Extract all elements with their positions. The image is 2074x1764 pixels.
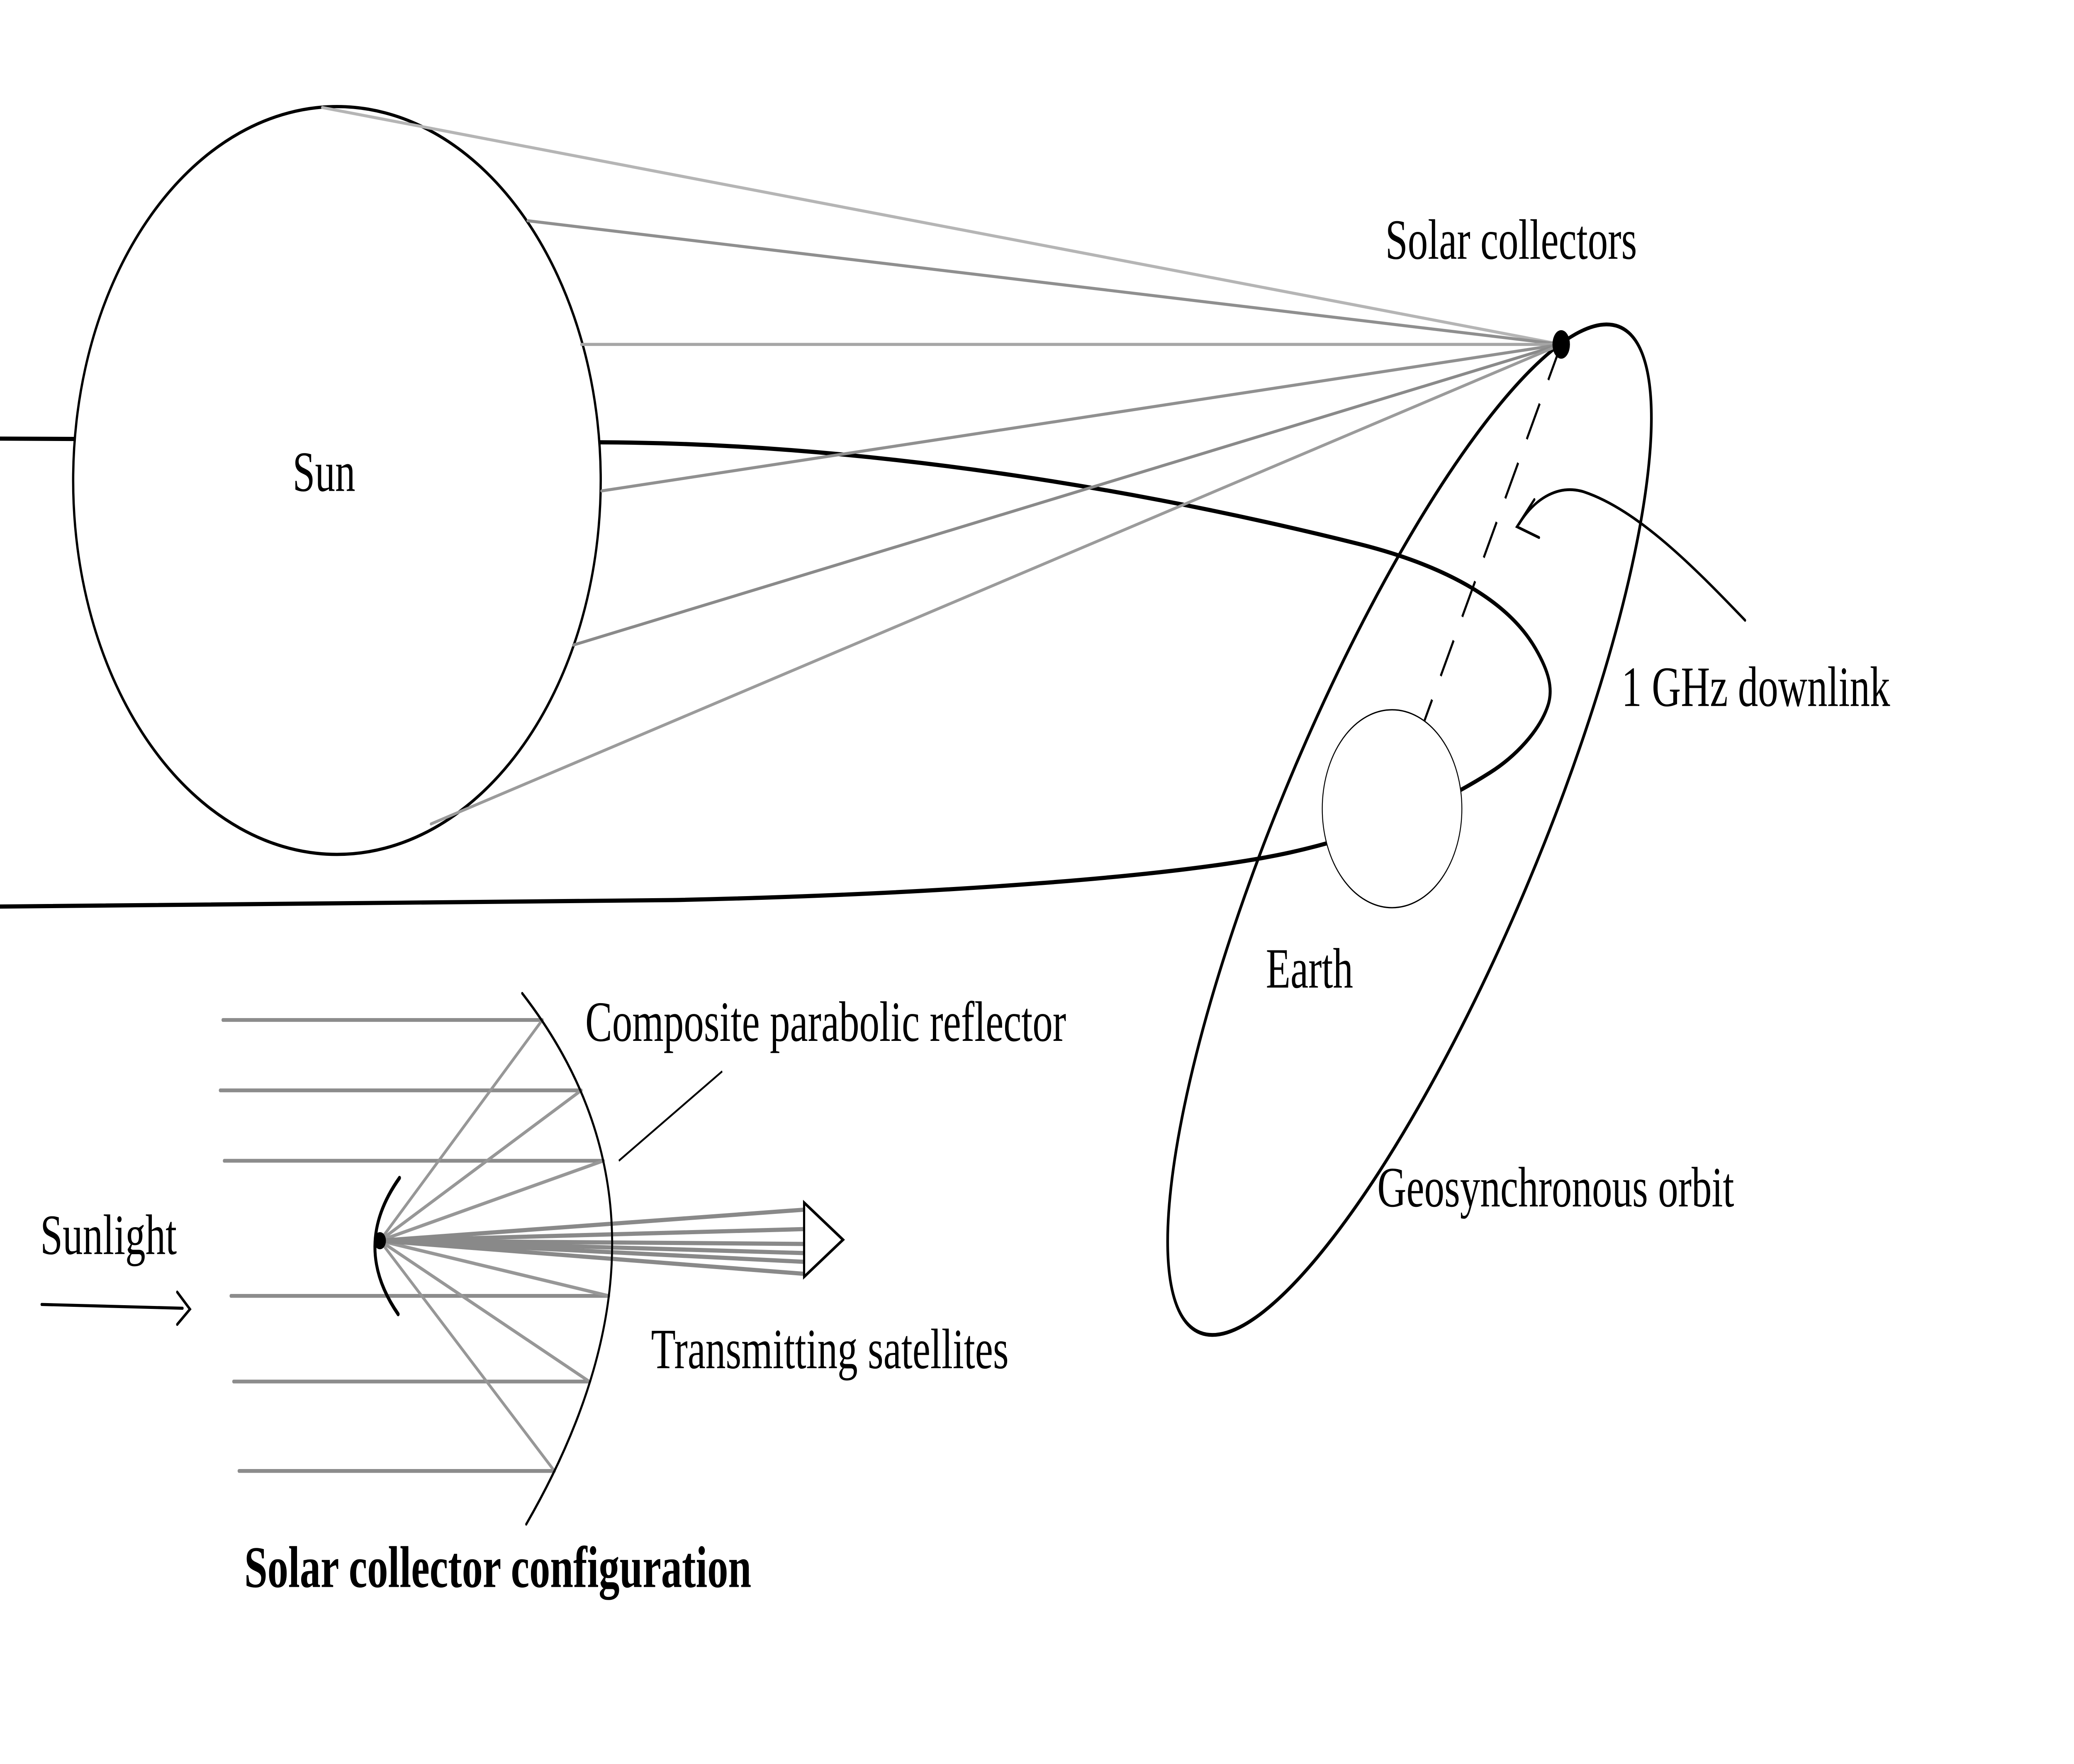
reflected-ray — [378, 1239, 556, 1473]
inset-sunlight-rays — [219, 1018, 610, 1473]
satellite-triangle-icon — [803, 1199, 845, 1280]
beam-ray — [378, 1227, 806, 1243]
reflected-ray — [378, 1018, 544, 1243]
sun-ray — [321, 106, 1563, 346]
sun-ray — [526, 219, 1563, 346]
earth-label: Earth — [1266, 937, 1353, 1000]
right-arrow-icon — [40, 1290, 192, 1326]
geo-orbit-label: Geosynchronous orbit — [1377, 1156, 1734, 1219]
sun-label: Sun — [293, 440, 355, 504]
downlink-dashed-line — [1423, 344, 1562, 722]
sunlight-label: Sunlight — [40, 1203, 177, 1267]
geosynchronous-orbit-ellipse — [1166, 322, 1653, 1337]
sun-ray-group — [321, 106, 1563, 826]
reflected-ray — [378, 1239, 610, 1298]
secondary-reflector-curve — [373, 1176, 401, 1316]
reflected-ray — [378, 1239, 591, 1384]
reflector-label: Composite parabolic reflector — [585, 990, 1066, 1054]
focal-dot — [374, 1232, 386, 1250]
solar-collectors-label: Solar collectors — [1385, 208, 1637, 271]
collector-dot — [1552, 330, 1570, 359]
earth-circle — [1322, 709, 1463, 909]
sun-circle — [72, 105, 602, 856]
curved-arrow-shaft — [1518, 488, 1746, 622]
curved-arrow-icon — [1515, 488, 1746, 622]
right-arrow-head — [176, 1290, 192, 1326]
right-arrow-shaft — [40, 1303, 184, 1310]
parabolic-reflector-curve — [521, 992, 613, 1526]
inset-reflected-rays — [378, 1018, 610, 1473]
beam-ray — [378, 1238, 806, 1276]
reflected-ray — [378, 1159, 605, 1243]
earth-orbit-curve — [0, 436, 1552, 909]
sun-ray — [430, 343, 1563, 826]
curved-arrow-head — [1515, 498, 1540, 539]
reflected-ray — [378, 1089, 583, 1243]
inset-caption: Solar collector configuration — [244, 1534, 751, 1600]
inset-beam-bundle — [378, 1207, 806, 1276]
satellites-label: Transmitting satellites — [651, 1317, 1009, 1381]
downlink-label: 1 GHz downlink — [1621, 655, 1890, 719]
reflector-pointer-line — [618, 1070, 723, 1162]
sun-ray — [572, 343, 1563, 647]
beam-ray — [378, 1207, 806, 1243]
sun-ray — [600, 343, 1563, 493]
